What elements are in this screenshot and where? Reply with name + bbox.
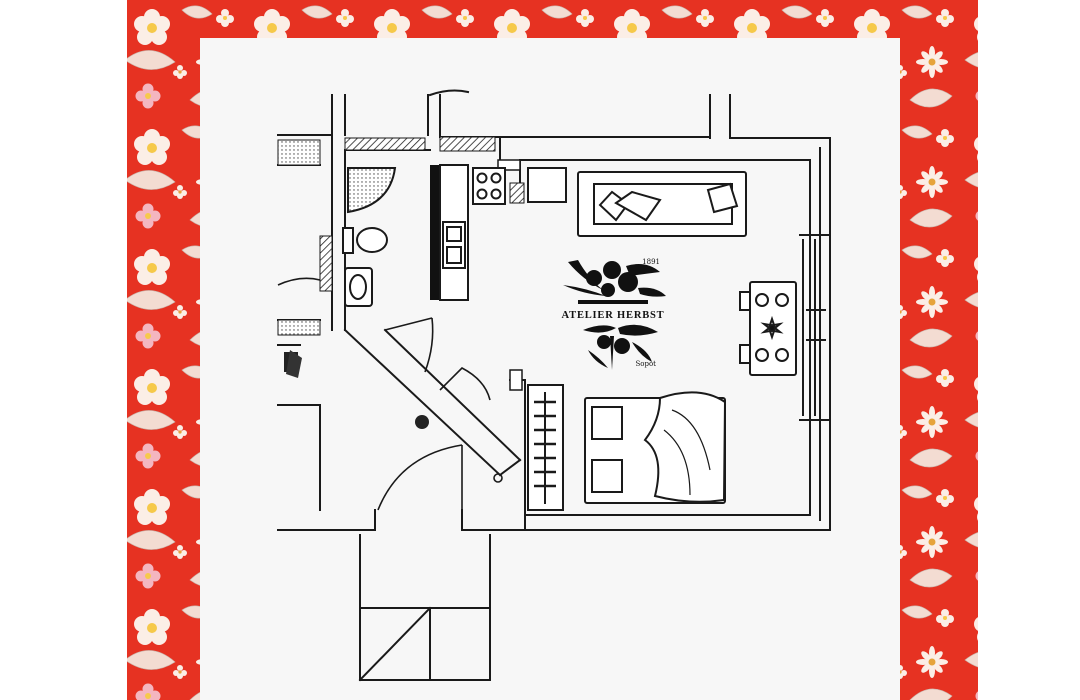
brand-city: Sopot — [635, 360, 656, 368]
dining-table-icon — [739, 281, 797, 376]
double-bed-icon — [584, 391, 727, 504]
corner-shower-icon — [347, 167, 397, 214]
chair-icon — [739, 291, 789, 364]
plant-icon — [284, 350, 429, 429]
brand-logo: 1891 ATELIER HERBST Sopot — [548, 250, 678, 378]
floral-bouquet-icon — [563, 260, 666, 370]
toilet-icon — [342, 227, 388, 254]
founding-year: 1891 — [642, 258, 660, 266]
stove-icon — [472, 167, 506, 205]
sofa-icon — [577, 171, 747, 237]
washbasin-icon — [344, 267, 373, 307]
door-swing-icon — [277, 277, 503, 511]
sink-icon — [442, 221, 466, 269]
floor-plan — [277, 89, 831, 682]
pillow-icon — [591, 406, 623, 440]
brand-name: ATELIER HERBST — [561, 310, 665, 321]
wardrobe-icon — [527, 384, 564, 511]
